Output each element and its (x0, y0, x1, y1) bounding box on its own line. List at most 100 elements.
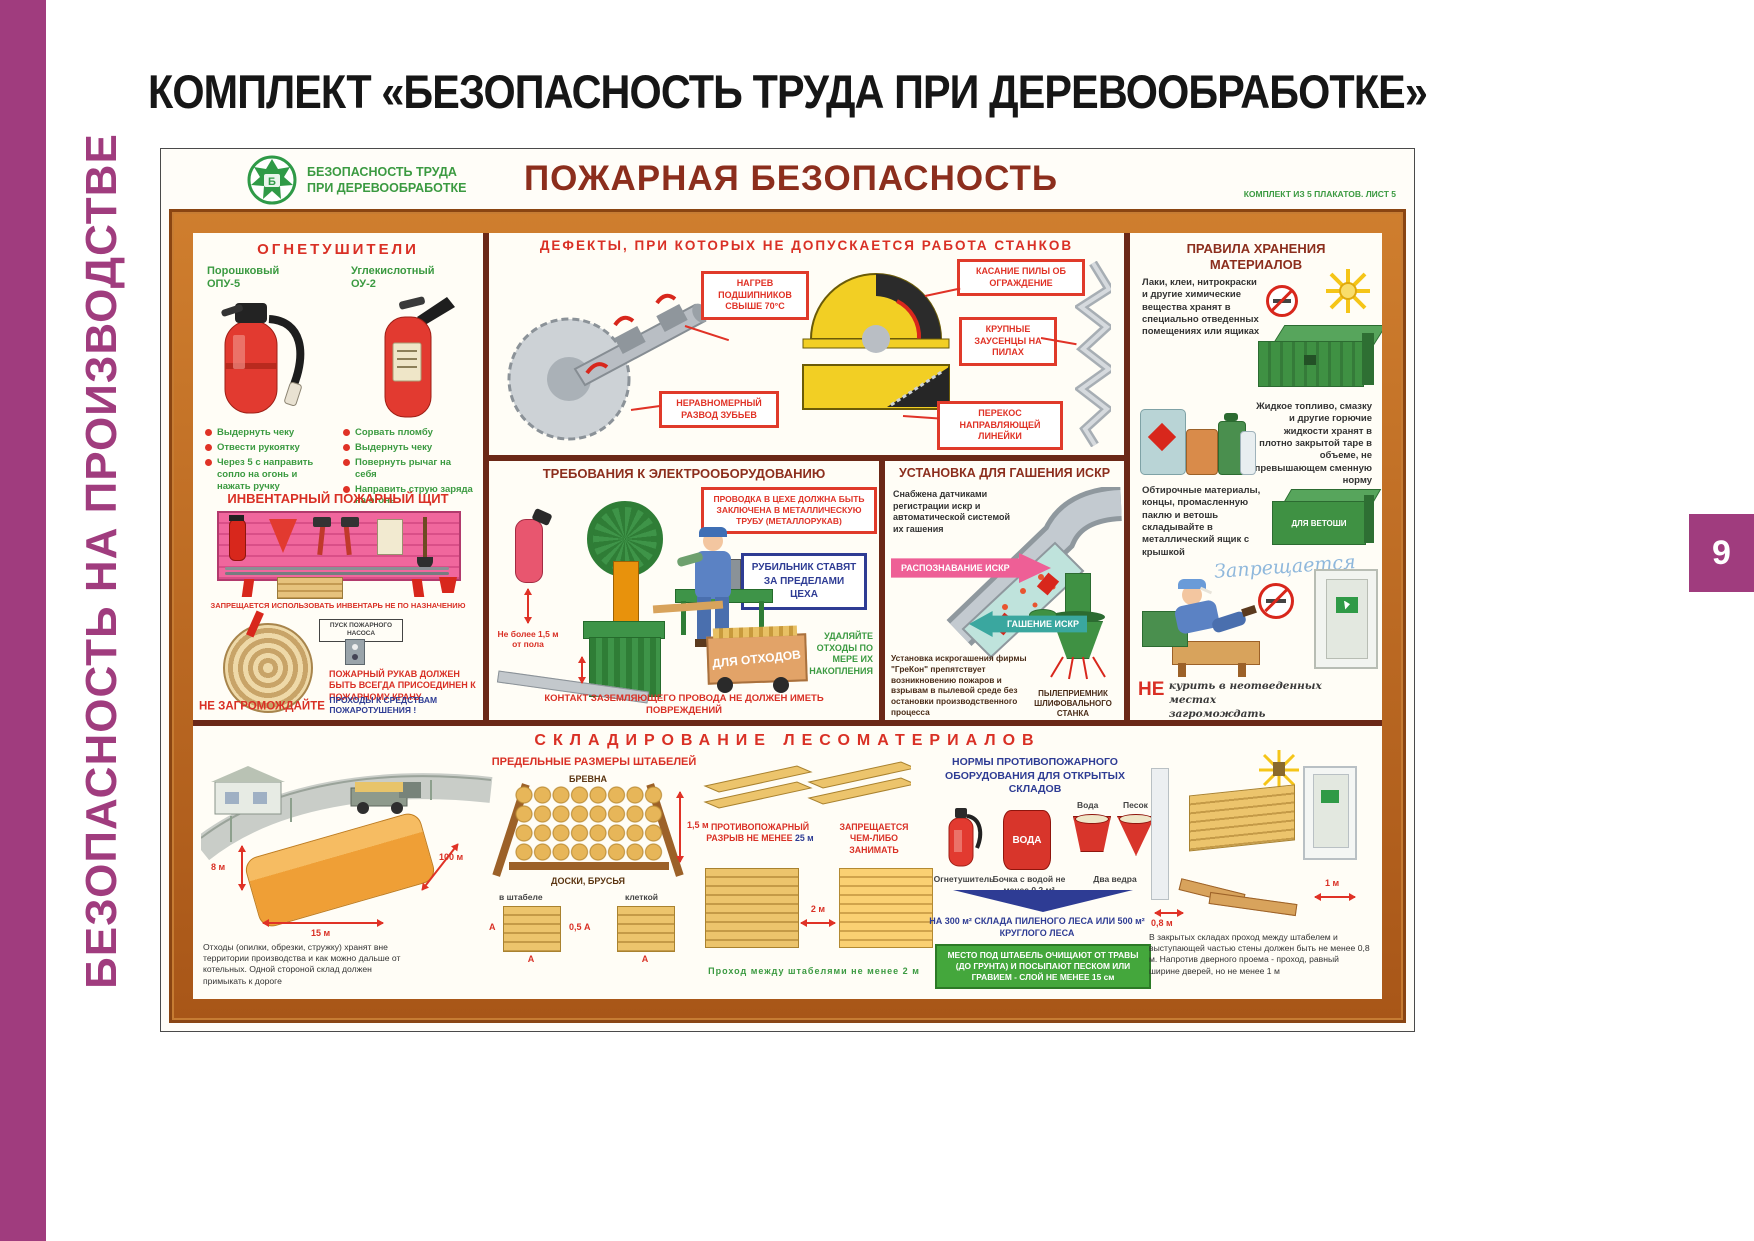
no-blocking-note: НЕ ЗАГРОМОЖДАЙТЕ ПРОХОДЫ К СРЕДСТВАМ ПОЖ… (199, 695, 438, 716)
sun-icon (1326, 269, 1370, 313)
svg-text:Б: Б (268, 176, 276, 188)
board-stack-icon (503, 906, 561, 952)
powder-extinguisher-icon (221, 303, 305, 414)
callout-blade-touch: КАСАНИЕ ПИЛЫ ОБ ОГРАЖДЕНИЕ (957, 259, 1085, 297)
firebreak-text: ПРОТИВОПОЖАРНЫЙ РАЗРЫВ НЕ МЕНЕЕ 25 м (706, 822, 814, 844)
fire-shield-icon (217, 511, 461, 599)
co2-steps: Сорвать пломбу Выдернуть чеку Повернуть … (343, 427, 475, 510)
yard-waste-note: Отходы (опилки, обрезки, стружку) хранят… (203, 942, 401, 986)
warehouse-stack-icon (1189, 784, 1295, 852)
sheet-info: КОМПЛЕКТ ИЗ 5 ПЛАКАТОВ. ЛИСТ 5 (1243, 189, 1396, 199)
occupy-warning: ЗАПРЕЩАЕТСЯ ЧЕМ-ЛИБО ЗАНИМАТЬ (839, 822, 909, 855)
logs-dim: 1,5 м (687, 820, 709, 830)
bench-leg (759, 601, 764, 635)
height-note: Не более 1,5 м от пола (497, 629, 559, 650)
log-stack-icon (492, 783, 684, 877)
extinguisher-caption: Огнетушитель (933, 874, 995, 884)
materials-title: ПРАВИЛА ХРАНЕНИЯ МАТЕРИАЛОВ (1186, 241, 1326, 273)
panel-sparks: УСТАНОВКА ДЛЯ ГАШЕНИЯ ИСКР Снабжена датч… (885, 461, 1124, 720)
co2-extinguisher-icon (384, 296, 455, 418)
saw-arbor-icon (507, 293, 708, 441)
dim-2m-arrow (800, 919, 836, 927)
page-number: 9 (1712, 533, 1731, 572)
rag-box-label: ДЛЯ ВЕТОШИ (1291, 518, 1347, 528)
callout-switch: РУБИЛЬНИК СТАВЯТ ЗА ПРЕДЕЛАМИ ЦЕХА (741, 553, 867, 610)
stack-limits-title: ПРЕДЕЛЬНЫЕ РАЗМЕРЫ ШТАБЕЛЕЙ (491, 756, 697, 768)
waste-bin-label: ДЛЯ ОТХОДОВ (711, 647, 802, 671)
dim-a-left: А (489, 922, 496, 932)
dim-15m-arrow (262, 919, 384, 927)
saw-table-icon (802, 364, 950, 410)
smoking-worker-icon (1138, 571, 1268, 677)
brand-text: БЕЗОПАСНОСТЬ ТРУДА ПРИ ДЕРЕВООБРАБОТКЕ (307, 165, 467, 195)
poster: Б БЕЗОПАСНОСТЬ ТРУДА ПРИ ДЕРЕВООБРАБОТКЕ… (160, 148, 1415, 1032)
logs-dim-arrow (676, 791, 684, 863)
callout-teeth-set: НЕРАВНОМЕРНЫЙ РАЗВОД ЗУБЬЕВ (659, 391, 779, 429)
rag-box-icon: ДЛЯ ВЕТОШИ (1272, 489, 1382, 547)
page-title: КОМПЛЕКТ «БЕЗОПАСНОСТЬ ТРУДА ПРИ ДЕРЕВОО… (148, 65, 1428, 118)
callout-bearing-heat: НАГРЕВ ПОДШИПНИКОВ СВЫШЕ 70°С (701, 271, 809, 321)
no-smoking-note: НЕ курить в неотведенных местах загромож… (1138, 679, 1322, 720)
dim-a-bottom2: А (641, 954, 649, 964)
no-smoking-icon (1258, 583, 1294, 619)
bucket-rim (1075, 814, 1109, 824)
sidebar-vertical-title: БЕЗОПАСНОСТЬ НА ПРОИЗВОДСТВЕ (77, 133, 126, 989)
norms-title: НОРМЫ ПРОТИВОПОЖАРНОГО ОБОРУДОВАНИЯ ДЛЯ … (945, 756, 1125, 796)
cage-stack-icon (617, 906, 675, 952)
waste-cart-icon: ДЛЯ ОТХОДОВ (706, 625, 811, 693)
in-stack-label: в штабеле (499, 892, 543, 902)
hose-note: ПОЖАРНЫЙ РУКАВ ДОЛЖЕН БЫТЬ ВСЕГДА ПРИСОЕ… (329, 669, 476, 702)
dim-2m: 2 м (810, 904, 826, 914)
water-barrel-icon: ВОДА (1003, 810, 1051, 870)
shield-misuse-warning: ЗАПРЕЩАЕТСЯ ИСПОЛЬЗОВАТЬ ИНВЕНТАРЬ НЕ ПО… (210, 601, 466, 610)
cage-label: клеткой (625, 892, 658, 902)
chem-note: Лаки, клеи, нитрокраски и другие химичес… (1142, 277, 1260, 338)
contact-arrow (578, 656, 586, 684)
bench-leg (681, 601, 686, 635)
electrical-title: ТРЕБОВАНИЯ К ЭЛЕКТРООБОРУДОВАНИЮ (542, 466, 826, 481)
panel-lumber: СКЛАДИРОВАНИЕ ЛЕСОМАТЕРИАЛОВ (193, 726, 1382, 999)
pass-caption: Проход между штабелями не менее 2 м (708, 966, 920, 976)
shield-title: ИНВЕНТАРНЫЙ ПОЖАРНЫЙ ЩИТ (227, 491, 449, 506)
warehouse-door-icon (1303, 766, 1357, 860)
dim-08: 0,8 м (1151, 918, 1173, 928)
barrel-word: ВОДА (1012, 834, 1042, 846)
sparks-title: УСТАНОВКА ДЛЯ ГАШЕНИЯ ИСКР (898, 466, 1111, 480)
dust-collector-label: ПЫЛЕПРИЕМНИК ШЛИФОВАЛЬНОГО СТАНКА (1034, 689, 1112, 718)
dim-08-arrow (1154, 909, 1184, 917)
extinguishers-title: ОГНЕТУШИТЕЛИ (257, 241, 419, 258)
chemicals-chest-icon (1258, 325, 1382, 389)
barrel-caption: Бочка с водой не менее 0,2 м³ (992, 874, 1066, 895)
waste-removal-note: УДАЛЯЙТЕ ОТХОДЫ ПО МЕРЕ ИХ НАКОПЛЕНИЯ (809, 631, 873, 677)
no-smoking-icon (1266, 285, 1298, 317)
beams-icon (703, 761, 911, 809)
zigzag-blade-icon (1075, 261, 1111, 447)
fuel-containers-icon (1140, 403, 1256, 479)
lamp-icon (1259, 750, 1299, 790)
warehouse-wall-icon (1151, 768, 1169, 900)
bucket-rim (1119, 814, 1153, 824)
yard-scene-icon (201, 766, 493, 861)
defects-title: ДЕФЕКТЫ, ПРИ КОТОРЫХ НЕ ДОПУСКАЕТСЯ РАБО… (539, 238, 1074, 253)
logs-label: БРЕВНА (569, 774, 607, 784)
warehouse-sleepers-icon (1178, 876, 1329, 917)
dim-15m: 15 м (311, 928, 331, 938)
contact-note: КОНТАКТ ЗАЗЕМЛЯЮЩЕГО ПРОВОДА НЕ ДОЛЖЕН И… (544, 693, 824, 716)
saw-guard-icon (802, 273, 950, 353)
height-arrow (524, 588, 532, 624)
exit-door-icon (1314, 569, 1378, 669)
ground-note: МЕСТО ПОД ШТАБЕЛЬ ОЧИЩАЮТ ОТ ТРАВЫ (ДО Г… (935, 944, 1151, 989)
lumber-title: СКЛАДИРОВАНИЕ ЛЕСОМАТЕРИАЛОВ (534, 732, 1041, 749)
dim-8m: 8 м (211, 862, 226, 872)
fuel-note: Жидкое топливо, смазку и другие горючие … (1254, 401, 1372, 487)
closed-warehouse-note: В закрытых складах проход между штабелем… (1149, 932, 1370, 976)
callout-wiring: ПРОВОДКА В ЦЕХЕ ДОЛЖНА БЫТЬ ЗАКЛЮЧЕНА В … (701, 487, 877, 535)
callout-fence-skew: ПЕРЕКОС НАПРАВЛЯЮЩЕЙ ЛИНЕЙКИ (937, 401, 1063, 451)
big-stack-icon (839, 868, 933, 948)
poster-header: Б БЕЗОПАСНОСТЬ ТРУДА ПРИ ДЕРЕВООБРАБОТКЕ… (171, 153, 1402, 207)
dim-half-a: 0,5 А (569, 922, 591, 932)
fire-hose-coil-icon (223, 623, 313, 713)
sparks-description: Снабжена датчиками регистрации искр и ав… (893, 489, 1011, 535)
